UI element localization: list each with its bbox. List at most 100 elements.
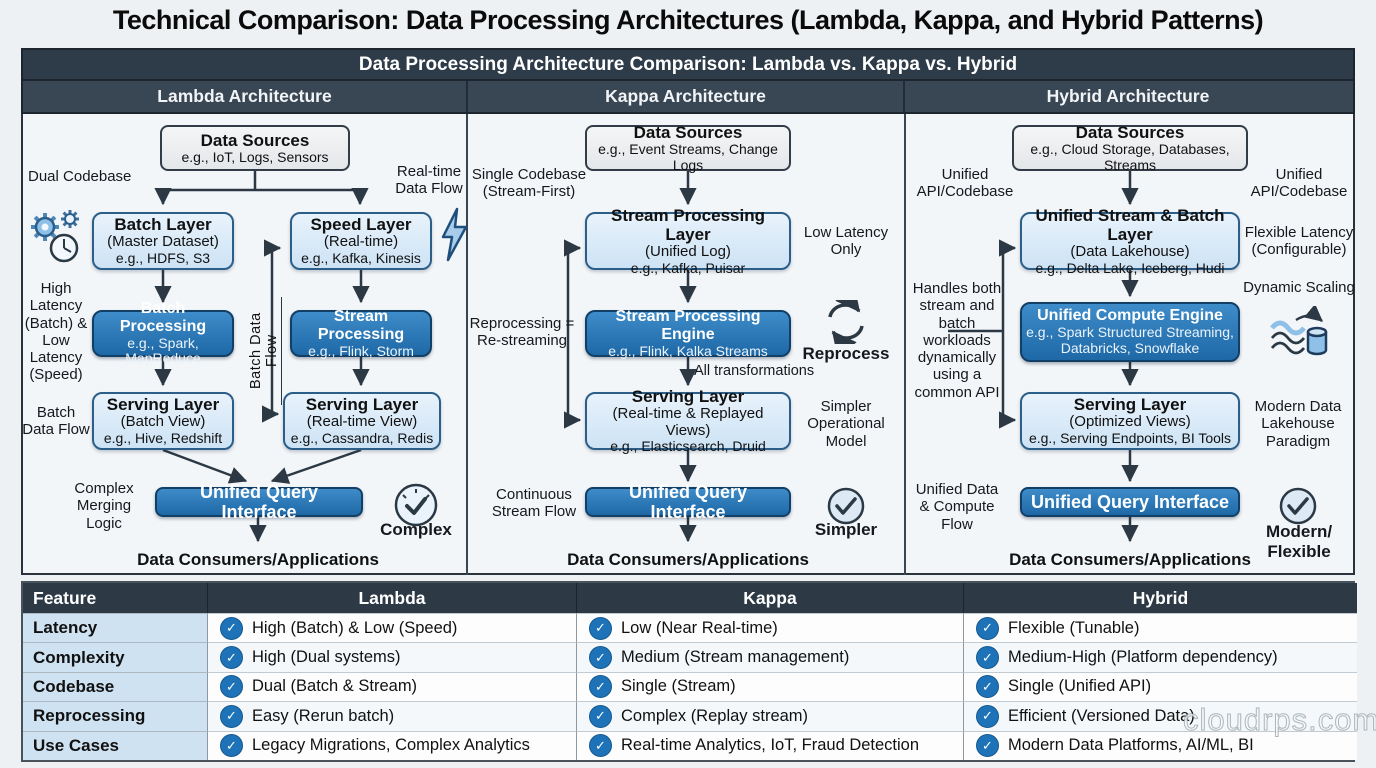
kappa-simpler-model-label: Simpler Operational Model [807,398,885,450]
lambda-batch-layer-box: Batch Layer (Master Dataset) e.g., HDFS,… [92,212,234,270]
box-title: Stream Processing [317,307,405,343]
box-subtitle: (Optimized Views) [1069,413,1191,431]
lambda-data-sources-box: Data Sources e.g., IoT, Logs, Sensors [160,125,350,171]
check-badge-icon: ✓ [976,704,999,728]
lambda-batch-flow-vertical-label: Batch Data Flow [248,297,282,405]
hybrid-unified-flow-label: Unified Data & Compute Flow [915,481,999,533]
kappa-data-sources-box: Data Sources e.g., Event Streams, Change… [585,123,791,173]
box-examples: e.g., Spark, MapReduce [125,334,201,367]
table-cell: ✓Single (Unified API) [964,671,1357,702]
hybrid-unified-api-left-label: Unified API/Codebase [916,166,1014,201]
table-header-feature: Feature [23,583,208,613]
table-header-kappa: Kappa [577,583,964,613]
column-header-hybrid: Hybrid Architecture [1046,86,1210,106]
check-badge-icon: ✓ [976,616,999,640]
hybrid-verdict-label: Modern/ Flexible [1265,522,1333,561]
table-cell: ✓Medium (Stream management) [577,642,964,672]
column-divider [466,114,468,575]
box-title: Serving Layer [631,386,745,406]
box-examples: e.g., Flink, Kalka Streams [608,342,768,359]
lambda-verdict-label: Complex [380,520,452,539]
cell-text: Real-time Analytics, IoT, Fraud Detectio… [621,736,920,755]
comparison-banner: Data Processing Architecture Comparison:… [21,48,1355,81]
table-cell: ✓Complex (Replay stream) [577,701,964,731]
check-badge-icon: ✓ [220,734,243,758]
table-cell: ✓Low (Near Real-time) [577,613,964,643]
cell-text: Easy (Rerun batch) [252,706,395,725]
table-cell: ✓Single (Stream) [577,671,964,702]
box-subtitle: (Real-time) [323,233,399,251]
page-title: Technical Comparison: Data Processing Ar… [112,5,1264,35]
kappa-all-transformations-label: All transformations [694,363,815,379]
check-badge-icon: ✓ [220,616,243,640]
feature-cell: Codebase [23,671,208,702]
box-subtitle: (Master Dataset) [107,233,219,251]
kappa-stream-engine-box: Stream Processing Engine e.g., Flink, Ka… [585,308,791,359]
check-badge-icon: ✓ [220,675,243,699]
box-title: Serving Layer [106,395,220,415]
box-title: Serving Layer [305,395,419,415]
box-examples: e.g., Cassandra, Redis [290,430,434,447]
box-subtitle: (Real-time View) [306,413,418,431]
hybrid-serving-box: Serving Layer (Optimized Views) e.g., Se… [1020,392,1240,450]
box-title: Batch Processing [119,299,207,335]
box-examples: e.g., Spark Structured Streaming, Databr… [1026,324,1234,356]
table-cell: ✓Medium-High (Platform dependency) [964,642,1357,672]
box-title: Data Sources [200,130,310,150]
lambda-speed-layer-box: Speed Layer (Real-time) e.g., Kafka, Kin… [290,212,432,270]
kappa-single-codebase-label: Single Codebase (Stream-First) [471,166,587,201]
box-title: Speed Layer [310,215,412,235]
lambda-batch-flow-label: Batch Data Flow [22,404,90,439]
lambda-unified-query-box: Unified Query Interface [155,482,363,522]
lambda-serving-realtime-box: Serving Layer (Real-time View) e.g., Cas… [283,392,441,450]
box-subtitle: (Data Lakehouse) [1070,242,1190,260]
box-subtitle: (Unified Log) [645,242,731,260]
box-examples: e.g., Event Streams, Change Logs [598,140,778,173]
lambda-batch-processing-box: Batch Processing e.g., Spark, MapReduce [92,300,234,366]
gauge-complex-icon [394,483,438,527]
cell-text: High (Dual systems) [252,648,401,667]
feature-table: Feature Lambda Kappa Hybrid Latency ✓Hig… [21,581,1357,762]
hybrid-unified-query-box: Unified Query Interface [1020,487,1240,517]
watermark: cloudrps.com [1182,702,1376,738]
lambda-realtime-flow-label: Real-time Data Flow [395,163,463,198]
cell-text: Dual (Batch & Stream) [252,677,418,696]
box-title: Batch Layer [114,215,212,235]
box-examples: e.g., Delta Lake, Iceberg, Hudi [1035,259,1225,276]
box-examples: e.g., Kafka, Puisar [630,259,746,276]
hybrid-compute-engine-box: Unified Compute Engine e.g., Spark Struc… [1020,302,1240,362]
check-badge-icon: ✓ [976,734,999,758]
cell-text: Efficient (Versioned Data) [1008,706,1195,725]
kappa-reprocessing-label: Reprocessing = Re-streaming [469,315,575,350]
table-header-lambda: Lambda [208,583,577,613]
box-examples: e.g., Kafka, Kinesis [301,250,421,267]
check-badge-icon: ✓ [589,734,612,758]
hybrid-dynamic-scaling-label: Dynamic Scaling [1243,279,1355,296]
check-badge-icon: ✓ [220,704,243,728]
table-cell: ✓ Dual (Batch & Stream) [208,671,577,702]
feature-cell: Reprocessing [23,701,208,731]
hybrid-data-sources-box: Data Sources e.g., Cloud Storage, Databa… [1012,122,1248,172]
check-badge-icon: ✓ [589,675,612,699]
lightning-icon [441,207,468,262]
check-simpler-icon [827,487,865,525]
table-cell: ✓ Easy (Rerun batch) [208,701,577,731]
column-headers: Lambda Architecture Kappa Architecture H… [21,81,1355,114]
box-examples: e.g., Hive, Redshift [103,430,223,447]
lambda-serving-batch-box: Serving Layer (Batch View) e.g., Hive, R… [92,392,234,450]
box-examples: e.g., IoT, Logs, Sensors [181,148,329,165]
table-header-hybrid: Hybrid [964,583,1357,613]
cell-text: Medium (Stream management) [621,648,850,667]
box-title: Data Sources [1075,122,1185,142]
box-title: Stream Processing Layer [610,205,765,244]
box-examples: e.g., Flink, Storm [308,342,414,359]
box-title: Unified Compute Engine [1037,307,1223,325]
lambda-dual-codebase-label: Dual Codebase [28,168,132,185]
feature-cell: Latency [23,613,208,643]
recycle-reprocess-icon [828,300,864,344]
hybrid-unified-api-right-label: Unified API/Codebase [1250,166,1348,201]
table-cell: ✓High (Dual systems) [208,642,577,672]
dynamic-scaling-icon [1270,306,1328,356]
table-cell: ✓ Real-time Analytics, IoT, Fraud Detecti… [577,730,964,760]
